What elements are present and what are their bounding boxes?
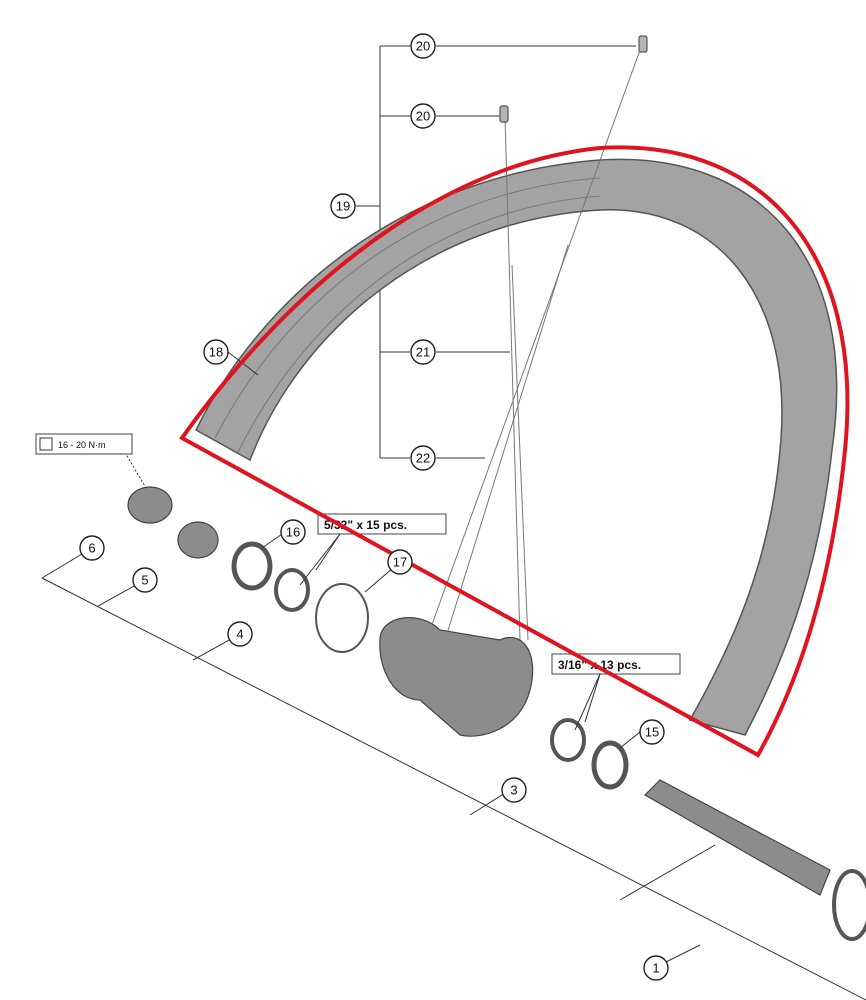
spokes xyxy=(429,49,641,641)
svg-text:3: 3 xyxy=(510,783,517,798)
svg-text:18: 18 xyxy=(209,345,223,360)
svg-text:20: 20 xyxy=(416,109,430,124)
callout-15: 15 xyxy=(639,719,665,745)
rim xyxy=(195,158,838,736)
svg-text:19: 19 xyxy=(336,199,350,214)
bearing-retainer-rear xyxy=(550,718,586,762)
nipple xyxy=(638,35,648,53)
nipple xyxy=(499,105,509,123)
callout-4: 4 xyxy=(227,621,253,647)
svg-text:6: 6 xyxy=(88,541,95,556)
svg-text:22: 22 xyxy=(416,451,430,466)
svg-text:16: 16 xyxy=(286,525,300,540)
rim-bed-line xyxy=(237,195,601,453)
highlight-outline xyxy=(179,145,850,758)
callout-1: 1 xyxy=(643,955,669,981)
callout-6: 6 xyxy=(79,535,105,561)
seal-ring xyxy=(315,583,369,653)
rim-bracket xyxy=(356,45,636,459)
nipples xyxy=(499,35,648,123)
callout-5: 5 xyxy=(132,567,158,593)
callout-19: 19 xyxy=(330,193,356,219)
end-cap xyxy=(127,486,173,524)
callout-3: 3 xyxy=(501,777,527,803)
lock-ring xyxy=(177,521,219,559)
svg-text:15: 15 xyxy=(645,725,659,740)
torque-value: 16 - 20 N·m xyxy=(58,440,106,450)
spoke xyxy=(504,117,521,641)
spoke xyxy=(429,49,641,631)
torque-leader xyxy=(84,453,147,489)
hub-body xyxy=(379,617,534,737)
callout-18: 18 xyxy=(203,339,229,365)
callout-21: 21 xyxy=(410,339,436,365)
hub-parts xyxy=(127,486,866,941)
callout-22: 22 xyxy=(410,445,436,471)
svg-text:21: 21 xyxy=(416,345,430,360)
svg-text:20: 20 xyxy=(416,39,430,54)
callout-16: 16 xyxy=(280,519,306,545)
callout-20a: 20 xyxy=(410,33,436,59)
callout-20b: 20 xyxy=(410,103,436,129)
rim-inner-edge xyxy=(214,177,601,439)
svg-text:4: 4 xyxy=(236,627,243,642)
axle xyxy=(644,779,831,896)
rim-body xyxy=(195,158,838,736)
wrench-icon xyxy=(39,437,53,451)
callout-17: 17 xyxy=(387,549,413,575)
bearing-retainer xyxy=(274,568,310,612)
washer xyxy=(231,541,273,591)
end-ring xyxy=(832,869,866,941)
svg-text:1: 1 xyxy=(652,961,659,976)
torque-spec: 16 - 20 N·m xyxy=(35,433,147,489)
svg-text:5: 5 xyxy=(141,573,148,588)
svg-text:17: 17 xyxy=(393,555,407,570)
spoke xyxy=(444,244,569,641)
bearing-front-spec: 5/32" x 15 pcs. xyxy=(299,513,447,586)
bearing-rear-label: 3/16" x 13 pcs. xyxy=(558,658,641,672)
washer-rear xyxy=(591,740,629,790)
spoke xyxy=(511,264,529,641)
